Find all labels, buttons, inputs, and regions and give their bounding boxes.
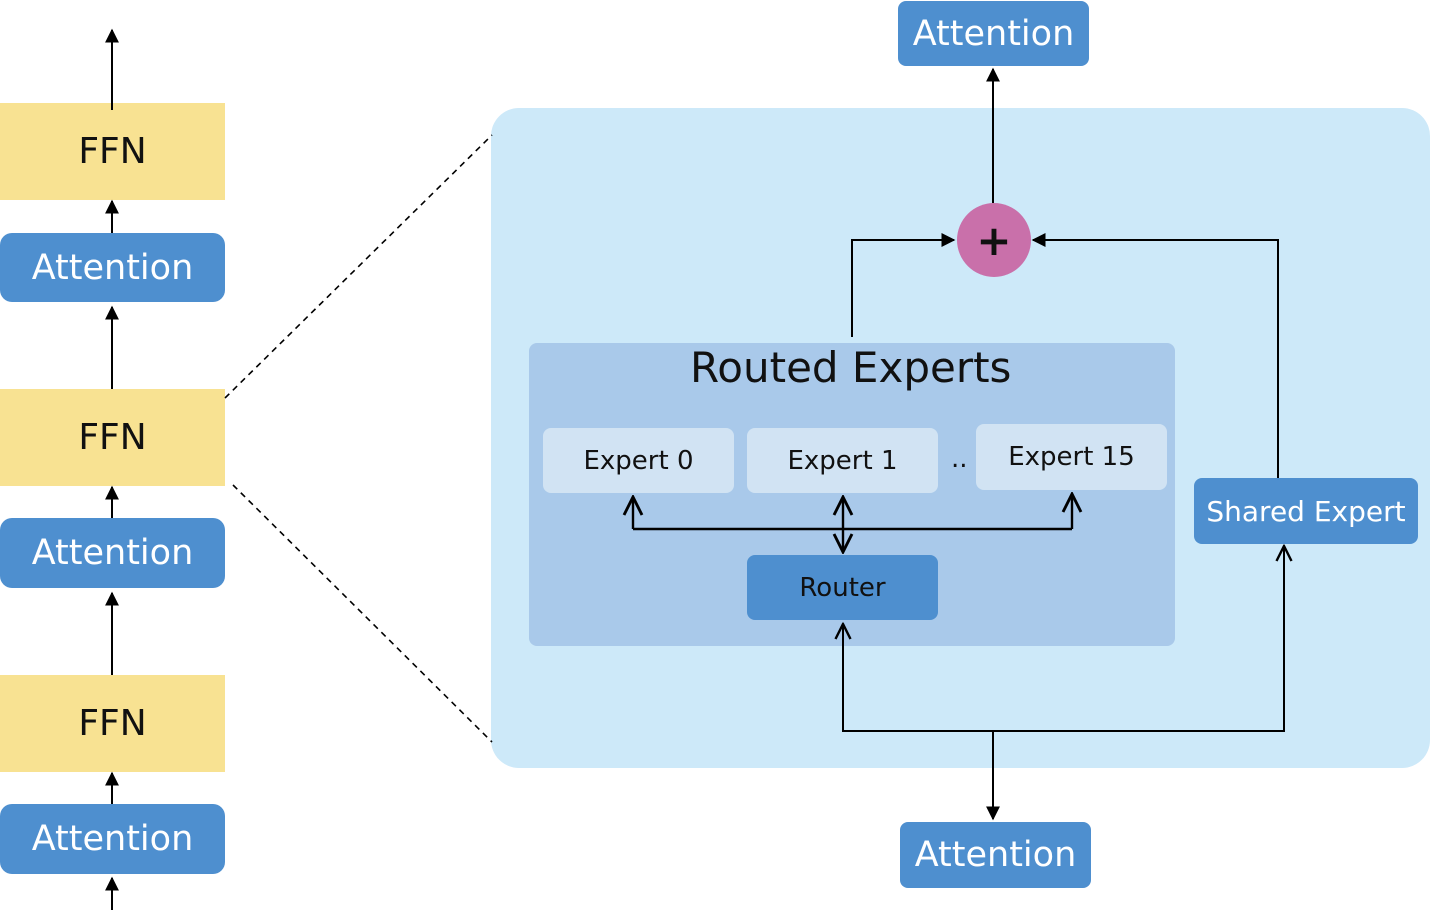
shared-expert-block: Shared Expert bbox=[1194, 478, 1418, 544]
ffn-block-top: FFN bbox=[0, 103, 225, 200]
sum-node: + bbox=[957, 203, 1031, 277]
arrow-shared-to-sum bbox=[1031, 233, 1279, 478]
expert-0-block: Expert 0 bbox=[543, 428, 734, 493]
expert-1-block: Expert 1 bbox=[747, 428, 938, 493]
routed-experts-title: Routed Experts bbox=[690, 343, 1012, 392]
attention-output-block: Attention bbox=[898, 1, 1089, 66]
arrow-input-to-shared bbox=[993, 546, 1284, 732]
arrow-routed-to-sum bbox=[851, 233, 956, 337]
attention-block-lower: Attention bbox=[0, 804, 225, 874]
attention-block-middle: Attention bbox=[0, 518, 225, 588]
zoom-line-lower bbox=[232, 484, 493, 743]
experts-ellipsis: .. bbox=[951, 444, 968, 474]
arrow-input-to-router bbox=[843, 624, 993, 732]
ffn-block-middle: FFN bbox=[0, 389, 225, 486]
attention-block-upper: Attention bbox=[0, 233, 225, 302]
zoom-line-upper bbox=[224, 134, 493, 399]
attention-input-block: Attention bbox=[900, 822, 1091, 888]
router-block: Router bbox=[747, 555, 938, 620]
ffn-block-bottom: FFN bbox=[0, 675, 225, 772]
expert-15-block: Expert 15 bbox=[976, 424, 1167, 490]
